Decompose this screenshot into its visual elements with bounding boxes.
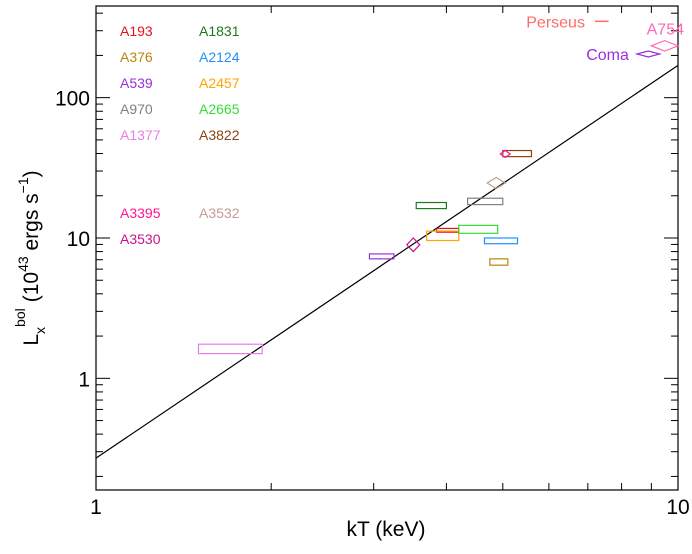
axis-ticks xyxy=(95,6,679,490)
legend-item-a970: A970 xyxy=(120,101,153,117)
marker-a376 xyxy=(489,258,509,266)
marker-a3530 xyxy=(405,237,421,253)
marker-a1377 xyxy=(197,343,263,355)
y-tick-label: 10 xyxy=(67,228,90,251)
x-axis-label: kT (keV) xyxy=(347,518,426,541)
marker-a754 xyxy=(649,39,680,52)
legend-item-a3532: A3532 xyxy=(199,205,240,221)
legend-item-a3395: A3395 xyxy=(120,205,161,221)
tick-labels: 1 10 1 10 100 xyxy=(55,88,690,519)
legend-item-a3530: A3530 xyxy=(120,231,161,247)
data-markers xyxy=(197,20,680,355)
y-tick-label: 100 xyxy=(55,88,90,111)
marker-a539 xyxy=(368,253,395,260)
legend-item-a2124: A2124 xyxy=(199,49,240,65)
x-tick-label: 1 xyxy=(90,496,102,519)
legend-item-a376: A376 xyxy=(120,49,153,65)
legend-item-a193: A193 xyxy=(120,23,153,39)
legend-item-a1831: A1831 xyxy=(199,23,240,39)
legend-item-a3822: A3822 xyxy=(199,127,240,143)
y-tick-label: 1 xyxy=(78,368,90,391)
marker-a2124 xyxy=(483,237,519,245)
marker-a2665 xyxy=(458,224,499,234)
x-tick-label: 10 xyxy=(666,496,689,519)
plot-area-border xyxy=(95,5,679,491)
legend-item-a539: A539 xyxy=(120,75,153,91)
marker-coma xyxy=(634,50,663,58)
fit-line xyxy=(95,64,679,459)
legend-item-a2665: A2665 xyxy=(199,101,240,117)
legend-item-a1377: A1377 xyxy=(120,127,161,143)
marker-a970 xyxy=(467,197,504,206)
annotation-perseus: Perseus xyxy=(526,14,585,31)
marker-a3822 xyxy=(502,149,533,158)
plot-frame xyxy=(95,5,679,491)
annotation-coma: Coma xyxy=(586,47,629,64)
legend-item-a2457: A2457 xyxy=(199,75,240,91)
marker-a1831 xyxy=(415,201,447,210)
fit-line-group xyxy=(95,64,679,459)
marker-a2457 xyxy=(426,230,460,242)
marker-a3395 xyxy=(499,149,512,159)
marker-a3532 xyxy=(486,176,507,190)
y-axis-label: Lxbol(1043 ergs s−1) xyxy=(12,170,48,345)
annotation-a754: A754 xyxy=(647,22,684,39)
